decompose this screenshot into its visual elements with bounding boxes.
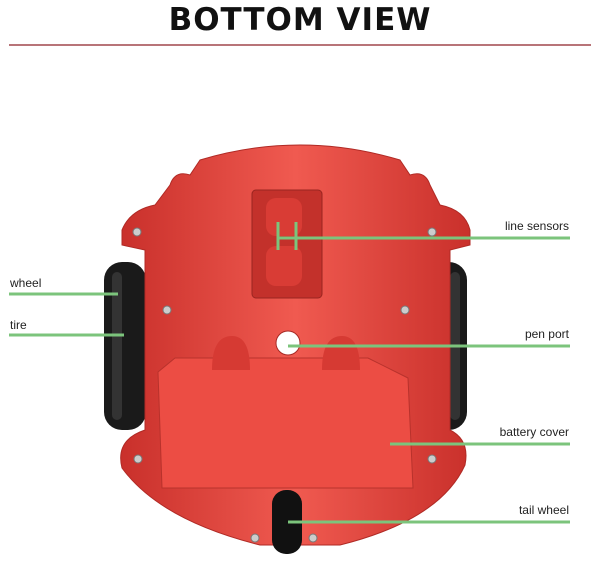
label-pen-port: pen port bbox=[524, 327, 569, 341]
label-battery-cover: battery cover bbox=[499, 425, 569, 439]
callout-lines bbox=[9, 222, 570, 524]
label-wheel: wheel bbox=[10, 276, 42, 290]
tail-wheel bbox=[272, 490, 302, 554]
label-tire: tire bbox=[10, 318, 27, 332]
battery-cover bbox=[157, 357, 414, 489]
title-divider bbox=[9, 44, 591, 46]
pen-port bbox=[275, 330, 301, 356]
label-line-sensors: line sensors bbox=[504, 219, 569, 233]
left-wheel bbox=[104, 262, 146, 430]
page-title: BOTTOM VIEW bbox=[168, 2, 432, 38]
label-tail-wheel: tail wheel bbox=[518, 503, 569, 517]
